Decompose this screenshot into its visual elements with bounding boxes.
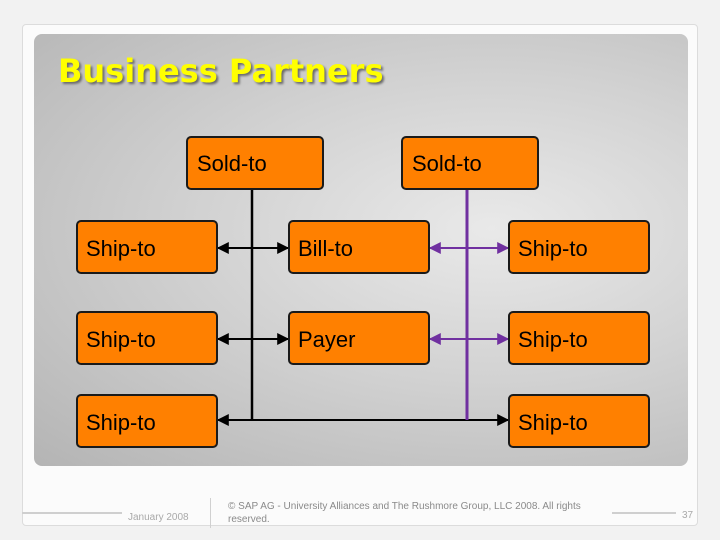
box-label: Payer <box>298 327 356 352</box>
sold-to-box-left: Sold-to <box>186 136 324 190</box>
ship-to-box-left-1: Ship-to <box>76 220 218 274</box>
box-label: Sold-to <box>412 151 482 176</box>
footer-date: January 2008 <box>128 512 189 523</box>
box-label: Ship-to <box>86 327 156 352</box>
ship-to-box-left-3: Ship-to <box>76 394 218 448</box>
ship-to-box-left-2: Ship-to <box>76 311 218 365</box>
footer-copyright: © SAP AG - University Alliances and The … <box>228 501 581 525</box>
ship-to-box-right-1: Ship-to <box>508 220 650 274</box>
box-label: Ship-to <box>518 410 588 435</box>
box-label: Sold-to <box>197 151 267 176</box>
box-label: Bill-to <box>298 236 354 261</box>
sold-to-box-right: Sold-to <box>401 136 539 190</box>
box-label: Ship-to <box>86 410 156 435</box>
footer-rule-right <box>612 512 676 514</box>
ship-to-box-right-2: Ship-to <box>508 311 650 365</box>
footer-divider <box>210 498 211 528</box>
box-label: Ship-to <box>518 236 588 261</box>
box-label: Ship-to <box>86 236 156 261</box>
box-label: Ship-to <box>518 327 588 352</box>
page-number: 37 <box>682 510 694 521</box>
footer-rule-left <box>22 512 122 514</box>
bill-to-box: Bill-to <box>288 220 430 274</box>
ship-to-box-right-3: Ship-to <box>508 394 650 448</box>
payer-box: Payer <box>288 311 430 365</box>
slide-title: Business Partners <box>58 52 384 90</box>
